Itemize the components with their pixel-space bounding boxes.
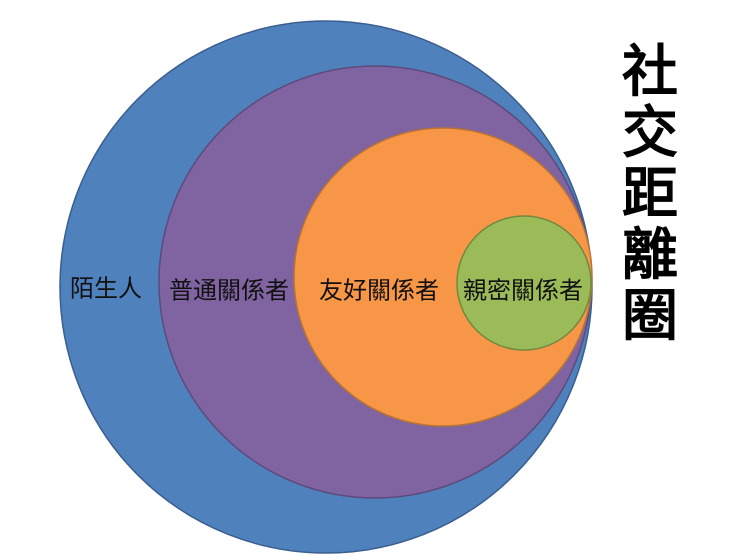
title-char: 離 — [622, 223, 678, 288]
title-char: 交 — [622, 101, 678, 166]
title-char: 社 — [622, 40, 678, 105]
label-intimates: 親密關係者 — [463, 276, 583, 305]
circle-friends — [293, 127, 593, 427]
label-friends: 友好關係者 — [319, 276, 439, 305]
label-acquaintances: 普通關係者 — [169, 276, 289, 305]
label-strangers: 陌生人 — [70, 274, 142, 303]
title-char: 圈 — [622, 284, 678, 349]
title-char: 距 — [622, 162, 678, 227]
circle-intimates — [456, 215, 592, 351]
diagram-title: 社 交 距 離 圈 — [622, 42, 678, 347]
